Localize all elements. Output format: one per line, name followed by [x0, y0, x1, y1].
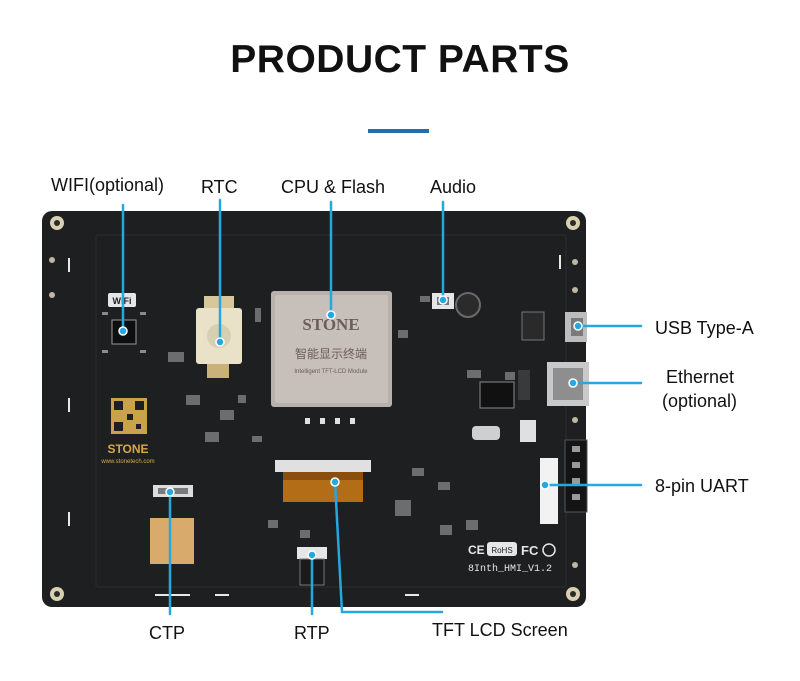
page-title: PRODUCT PARTS: [230, 38, 570, 81]
cpu-brand: STONE: [302, 315, 359, 334]
ce-mark: CE: [468, 543, 485, 557]
audio-inductor: [455, 292, 481, 318]
cpu-subtitle: Intelligent TFT-LCD Module: [294, 369, 368, 375]
label-rtp: RTP: [294, 623, 330, 643]
model-text: 8Inth_HMI_V1.2: [468, 563, 552, 575]
ethernet-chip: [479, 381, 515, 409]
label-cpu: CPU & Flash: [281, 177, 386, 197]
ctp-pad: [150, 518, 194, 564]
weee-mark: [542, 543, 556, 557]
title-underline: [368, 129, 429, 133]
crystal: [472, 426, 500, 440]
smd-components: [168, 296, 515, 538]
board-url: www.stonetech.com: [100, 459, 154, 465]
label-wifi: WIFI(optional): [51, 175, 165, 195]
label-rtc: RTC: [201, 177, 238, 197]
cpu-cn-text: 智能显示终端: [295, 346, 367, 361]
rohs-badge: [487, 542, 517, 556]
leader-lines: [121, 198, 643, 616]
label-tft: TFT LCD Screen: [432, 620, 568, 640]
uart-connector: [540, 458, 558, 524]
uart-header: [564, 439, 588, 513]
label-ctp: CTP: [149, 623, 185, 643]
edge-clips: [68, 255, 561, 596]
fc-mark: FC: [521, 543, 539, 558]
leader-dots: [118, 295, 583, 560]
side-holes: [49, 257, 578, 568]
tft-fpc-connector: [275, 460, 371, 472]
rohs-mark: RoHS: [491, 546, 512, 555]
label-ethernet: Ethernet: [666, 367, 735, 387]
label-audio: Audio: [430, 177, 477, 197]
pcb-board: [42, 211, 586, 607]
label-uart: 8-pin UART: [655, 476, 749, 496]
board-logo: STONE: [107, 442, 148, 456]
label-ethernet-optional: (optional): [662, 391, 738, 411]
label-usb: USB Type-A: [655, 318, 754, 338]
leader-tft: [333, 480, 444, 614]
